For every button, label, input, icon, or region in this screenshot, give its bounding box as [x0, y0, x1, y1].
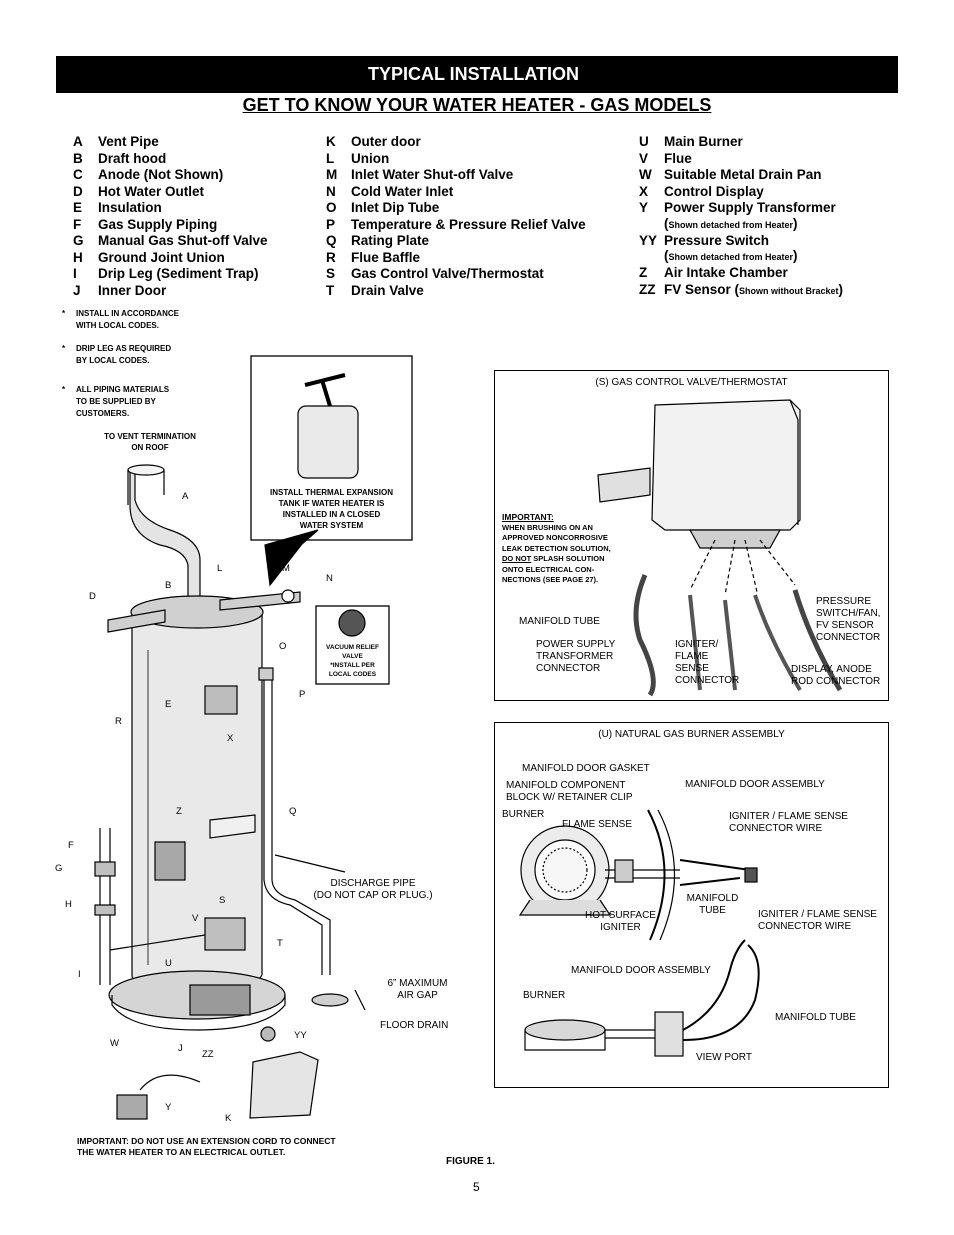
floor-drain-label: FLOOR DRAIN: [380, 1020, 449, 1031]
callout-h: H: [65, 899, 72, 910]
callout-i: I: [78, 969, 81, 980]
callout-f: F: [68, 840, 74, 851]
burner-label-2: BURNER: [523, 990, 566, 1001]
callout-yy: YY: [294, 1030, 307, 1041]
callout-d: D: [89, 591, 96, 602]
manifold-door-assembly-label-2: MANIFOLD DOOR ASSEMBLY: [571, 965, 711, 976]
manifold-tube-label-3: MANIFOLD TUBE: [775, 1012, 856, 1023]
legend-item-note: (Shown detached from Heater): [664, 215, 798, 231]
burner-label: BURNER: [502, 809, 545, 820]
callout-p: P: [299, 689, 306, 700]
view-port-label: VIEW PORT: [696, 1052, 752, 1063]
section-banner: TYPICAL INSTALLATION: [56, 56, 898, 93]
legend-item-note: (Shown detached from Heater): [664, 248, 798, 263]
figure-caption: FIGURE 1.: [446, 1156, 495, 1167]
callout-l: L: [217, 563, 223, 574]
callout-n: N: [326, 573, 333, 584]
extension-cord-warning: IMPORTANT: DO NOT USE AN EXTENSION CORD …: [77, 1136, 336, 1157]
callout-q: Q: [289, 806, 297, 817]
callout-t: T: [277, 938, 283, 949]
callout-k: K: [225, 1113, 232, 1124]
discharge-pipe-label: DISCHARGE PIPE(DO NOT CAP OR PLUG.): [313, 878, 433, 901]
callout-zz: ZZ: [202, 1049, 214, 1060]
flame-sense-label: FLAME SENSE: [562, 819, 633, 830]
callout-g: G: [55, 863, 63, 874]
manifold-door-gasket-label: MANIFOLD DOOR GASKET: [522, 763, 650, 774]
page-number: 5: [473, 1180, 480, 1194]
callout-a: A: [182, 491, 189, 502]
callout-w: W: [110, 1038, 119, 1049]
callout-v: V: [192, 913, 199, 924]
callout-x: X: [227, 733, 234, 744]
callout-b: B: [165, 580, 172, 591]
burner-panel-title: (U) NATURAL GAS BURNER ASSEMBLY: [598, 729, 785, 740]
callout-m: M: [282, 563, 290, 574]
manifold-door-assembly-label: MANIFOLD DOOR ASSEMBLY: [685, 779, 825, 790]
callout-r: R: [115, 716, 122, 727]
callout-z: Z: [176, 806, 182, 817]
callout-j: J: [178, 1043, 183, 1054]
callout-e: E: [165, 699, 172, 710]
page-subtitle: GET TO KNOW YOUR WATER HEATER - GAS MODE…: [242, 95, 712, 115]
callout-o: O: [279, 641, 287, 652]
callout-u: U: [165, 958, 172, 969]
callout-y: Y: [165, 1102, 172, 1113]
gas-panel-title: (S) GAS CONTROL VALVE/THERMOSTAT: [595, 377, 788, 388]
callout-s: S: [219, 895, 226, 906]
manifold-tube-label: MANIFOLD TUBE: [519, 616, 600, 627]
